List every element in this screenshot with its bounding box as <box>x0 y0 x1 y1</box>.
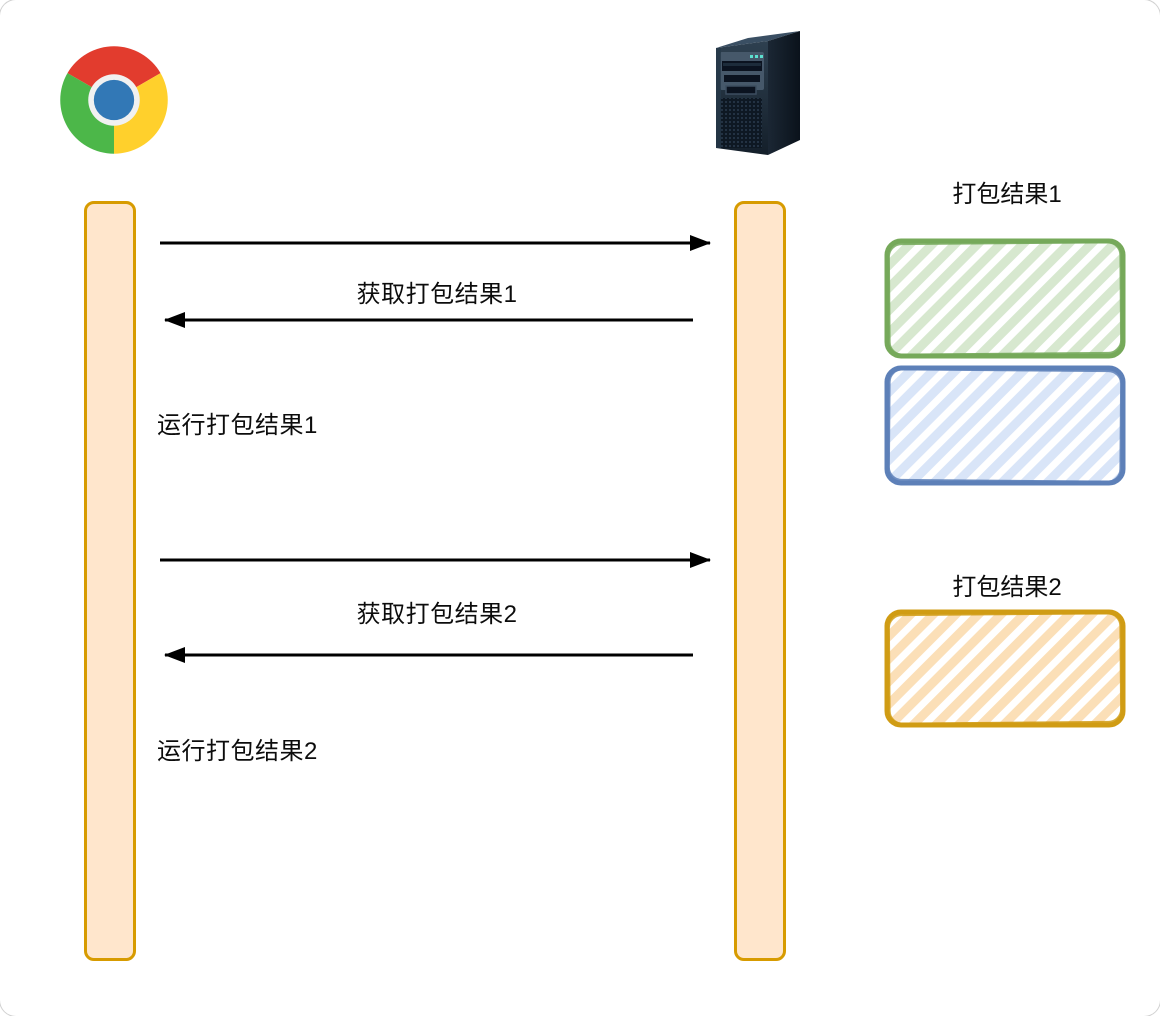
server-tower-icon <box>712 28 804 158</box>
message-label-fetch-1: 获取打包结果1 <box>356 281 518 308</box>
message-label-run-2: 运行打包结果2 <box>157 738 318 765</box>
bundle-box-orange <box>883 608 1127 729</box>
message-label-fetch-2: 获取打包结果2 <box>356 601 518 628</box>
message-label-run-1: 运行打包结果1 <box>157 412 318 439</box>
lifeline-browser <box>84 201 136 961</box>
lifeline-server <box>734 201 786 961</box>
bundle-box-green <box>883 237 1127 360</box>
bundle-2-title: 打包结果2 <box>952 574 1062 601</box>
bundle-box-blue <box>883 364 1127 487</box>
bundle-1-title: 打包结果1 <box>952 181 1062 208</box>
chrome-icon <box>58 44 170 156</box>
